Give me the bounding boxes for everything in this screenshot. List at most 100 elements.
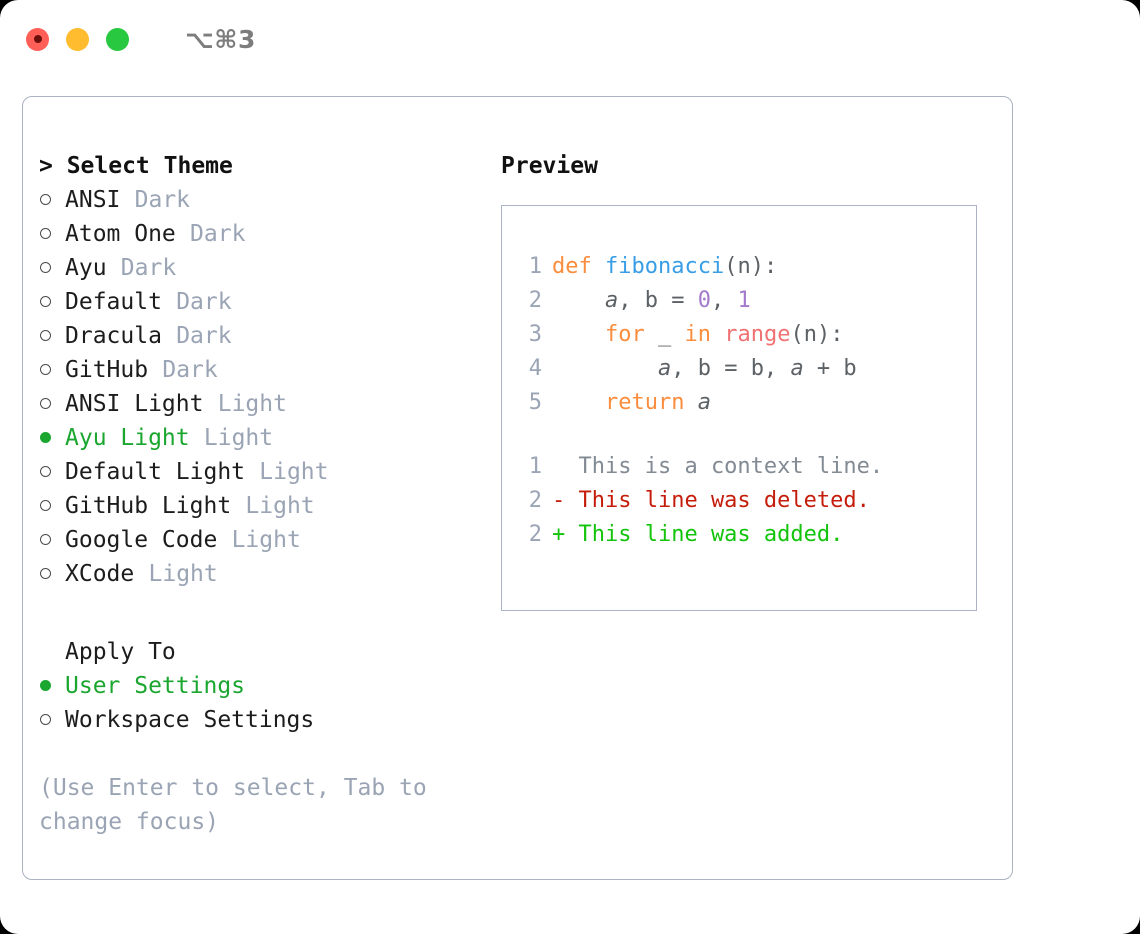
diff-line-text: - This line was deleted. bbox=[552, 488, 870, 513]
theme-item-google-code[interactable]: Google Code Light bbox=[39, 523, 493, 557]
theme-item-github-light[interactable]: GitHub Light Light bbox=[39, 489, 493, 523]
theme-item-kind: Dark bbox=[176, 289, 232, 315]
radio-unselected-icon[interactable] bbox=[39, 319, 65, 353]
theme-item-github[interactable]: GitHub Dark bbox=[39, 353, 493, 387]
apply-to-item-user-settings[interactable]: User Settings bbox=[39, 669, 493, 703]
code-token: return bbox=[604, 390, 685, 415]
radio-unselected-icon[interactable] bbox=[39, 285, 65, 319]
code-token: range bbox=[724, 322, 791, 347]
theme-item-label: ANSI bbox=[65, 187, 121, 213]
theme-item-kind: Dark bbox=[176, 323, 232, 349]
theme-item-kind: Dark bbox=[120, 255, 177, 281]
code-line-text: for _ in range(n): bbox=[552, 318, 843, 352]
code-token: for bbox=[604, 322, 645, 347]
theme-item-kind: Light bbox=[231, 527, 301, 553]
theme-item-label: Ayu bbox=[65, 255, 107, 281]
theme-item-label: Dracula bbox=[65, 323, 162, 349]
code-token: in bbox=[684, 322, 711, 347]
keyboard-hint: (Use Enter to select, Tab to change focu… bbox=[39, 775, 427, 835]
code-token: a bbox=[697, 390, 711, 415]
theme-item-atom-one[interactable]: Atom One Dark bbox=[39, 217, 493, 251]
section-gap bbox=[39, 591, 493, 635]
line-number: 2 bbox=[528, 488, 542, 513]
code-token bbox=[552, 356, 658, 381]
code-line: 3 for _ in range(n): bbox=[502, 318, 976, 352]
theme-item-kind: Light bbox=[245, 493, 315, 519]
apply-to-item-label: User Settings bbox=[65, 673, 246, 699]
diff-line-text: This is a context line. bbox=[552, 454, 884, 479]
theme-item-label: Atom One bbox=[65, 221, 176, 247]
radio-unselected-icon[interactable] bbox=[39, 183, 65, 217]
radio-unselected-icon[interactable] bbox=[39, 703, 65, 737]
theme-item-dracula[interactable]: Dracula Dark bbox=[39, 319, 493, 353]
radio-unselected-icon[interactable] bbox=[39, 387, 65, 421]
theme-item-ayu[interactable]: Ayu Dark bbox=[39, 251, 493, 285]
code-line-text: return a bbox=[552, 386, 711, 420]
line-number: 1 bbox=[528, 454, 542, 479]
theme-item-label: GitHub Light bbox=[65, 493, 232, 519]
code-line-text: a, b = 0, 1 bbox=[552, 284, 751, 318]
code-token: (n): bbox=[724, 254, 778, 279]
code-token bbox=[552, 288, 605, 313]
theme-item-label: GitHub bbox=[65, 357, 149, 383]
theme-item-label: Default Light bbox=[65, 459, 246, 485]
line-number: 2 bbox=[528, 522, 542, 547]
close-button[interactable] bbox=[26, 27, 49, 51]
radio-selected-icon[interactable] bbox=[39, 669, 65, 703]
code-token: fibonacci bbox=[604, 254, 725, 279]
theme-item-kind: Dark bbox=[162, 357, 218, 383]
line-number: 5 bbox=[528, 390, 542, 415]
window-controls bbox=[26, 27, 129, 51]
radio-unselected-icon[interactable] bbox=[39, 353, 65, 387]
theme-item-kind: Light bbox=[148, 561, 218, 587]
diff-line: 2 - This line was deleted. bbox=[502, 484, 976, 518]
code-token bbox=[711, 322, 724, 347]
code-line: 5 return a bbox=[502, 386, 976, 420]
theme-item-kind: Dark bbox=[190, 221, 246, 247]
theme-item-default[interactable]: Default Dark bbox=[39, 285, 493, 319]
theme-item-label: ANSI Light bbox=[65, 391, 204, 417]
theme-item-label: Default bbox=[65, 289, 162, 315]
diff-line-text: + This line was added. bbox=[552, 522, 844, 547]
theme-item-kind: Light bbox=[259, 459, 329, 485]
theme-item-default-light[interactable]: Default Light Light bbox=[39, 455, 493, 489]
radio-unselected-icon[interactable] bbox=[39, 489, 65, 523]
diff-sample: 1 This is a context line. 2 - This line wa… bbox=[502, 450, 976, 552]
apply-to-item-workspace-settings[interactable]: Workspace Settings bbox=[39, 703, 493, 737]
radio-unselected-icon[interactable] bbox=[39, 217, 65, 251]
maximize-button[interactable] bbox=[106, 27, 129, 51]
radio-unselected-icon[interactable] bbox=[39, 557, 65, 591]
code-token: (n): bbox=[790, 322, 844, 347]
code-token: 0 bbox=[697, 288, 711, 313]
theme-item-kind: Dark bbox=[134, 187, 191, 213]
code-token bbox=[552, 390, 605, 415]
line-number: 2 bbox=[528, 288, 542, 313]
code-diff-gap bbox=[502, 420, 976, 450]
line-number: 4 bbox=[528, 356, 542, 381]
theme-item-ansi[interactable]: ANSI Dark bbox=[39, 183, 493, 217]
radio-unselected-icon[interactable] bbox=[39, 455, 65, 489]
minimize-button[interactable] bbox=[66, 27, 89, 51]
radio-unselected-icon[interactable] bbox=[39, 523, 65, 557]
radio-unselected-icon[interactable] bbox=[39, 251, 65, 285]
code-line-text: def fibonacci(n): bbox=[552, 250, 777, 284]
theme-item-label: Google Code bbox=[65, 527, 218, 553]
code-line: 4 a, b = b, a + b bbox=[502, 352, 976, 386]
theme-item-ansi-light[interactable]: ANSI Light Light bbox=[39, 387, 493, 421]
line-number: 3 bbox=[528, 322, 542, 347]
code-token: 1 bbox=[737, 288, 751, 313]
code-token bbox=[684, 390, 697, 415]
code-token: a bbox=[657, 356, 672, 381]
code-token: b bbox=[644, 288, 658, 313]
code-token: def bbox=[552, 254, 605, 279]
code-token: + b bbox=[803, 356, 857, 381]
radio-selected-icon[interactable] bbox=[39, 421, 65, 455]
code-token: a bbox=[604, 288, 619, 313]
diff-line: 1 This is a context line. bbox=[502, 450, 976, 484]
theme-item-kind: Light bbox=[217, 391, 287, 417]
